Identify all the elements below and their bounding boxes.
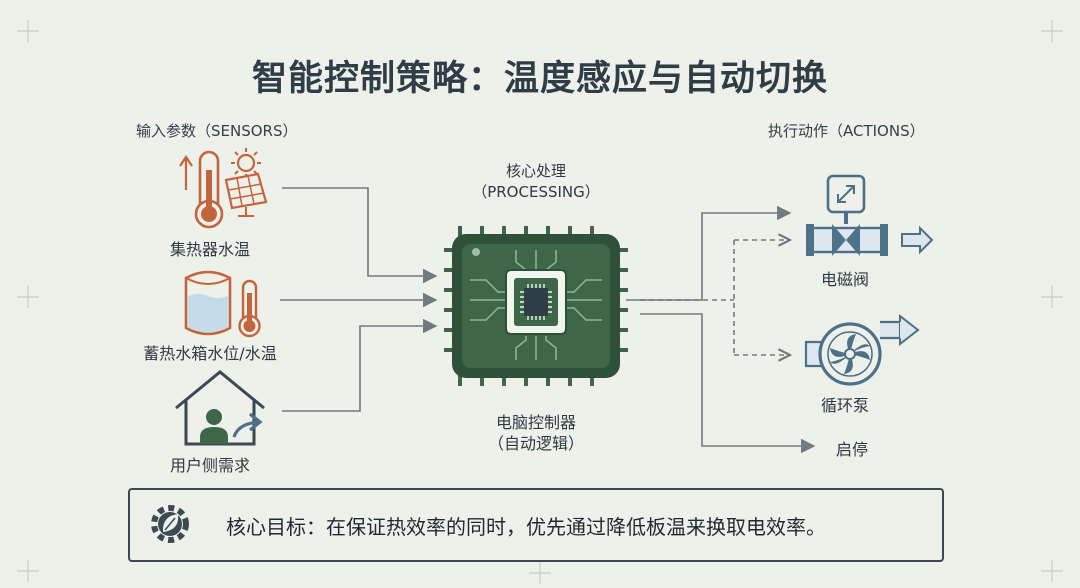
circulation-pump-icon: [804, 313, 920, 386]
action-label-solenoid-valve: 电磁阀: [820, 270, 869, 289]
input-connectors: [280, 187, 438, 412]
tank-thermometer-icon: [184, 270, 261, 338]
input-label-tank-level-temp: 蓄热水箱水位/水温: [143, 344, 277, 363]
inputs-heading: 输入参数（SENSORS）: [136, 122, 298, 140]
solenoid-valve-icon: [806, 174, 934, 256]
house-user-icon: [175, 370, 265, 446]
output-connectors: [626, 205, 816, 454]
processing-heading-en: （PROCESSING）: [472, 183, 600, 201]
action-label-start-stop: 启停: [835, 440, 868, 459]
input-label-user-demand: 用户侧需求: [169, 456, 250, 475]
input-label-collector-temp: 集热器水温: [169, 240, 250, 259]
processing-caption: 电脑控制器: [495, 413, 576, 432]
processing-heading: 核心处理: [505, 162, 566, 180]
chip-icon: [444, 226, 628, 386]
gear-leaf-icon: [151, 505, 189, 543]
goal-box: [128, 488, 944, 562]
thermometer-solar-icon: [179, 148, 268, 229]
action-label-circulation-pump: 循环泵: [820, 396, 869, 415]
actions-heading: 执行动作（ACTIONS）: [768, 122, 925, 140]
processing-caption-sub: （自动逻辑）: [487, 434, 584, 453]
goal-text: 核心目标：在保证热效率的同时，优先通过降低板温来换取电效率。: [226, 515, 826, 539]
page-title: 智能控制策略：温度感应与自动切换: [251, 59, 828, 99]
corner-crosshairs: [17, 20, 1063, 584]
